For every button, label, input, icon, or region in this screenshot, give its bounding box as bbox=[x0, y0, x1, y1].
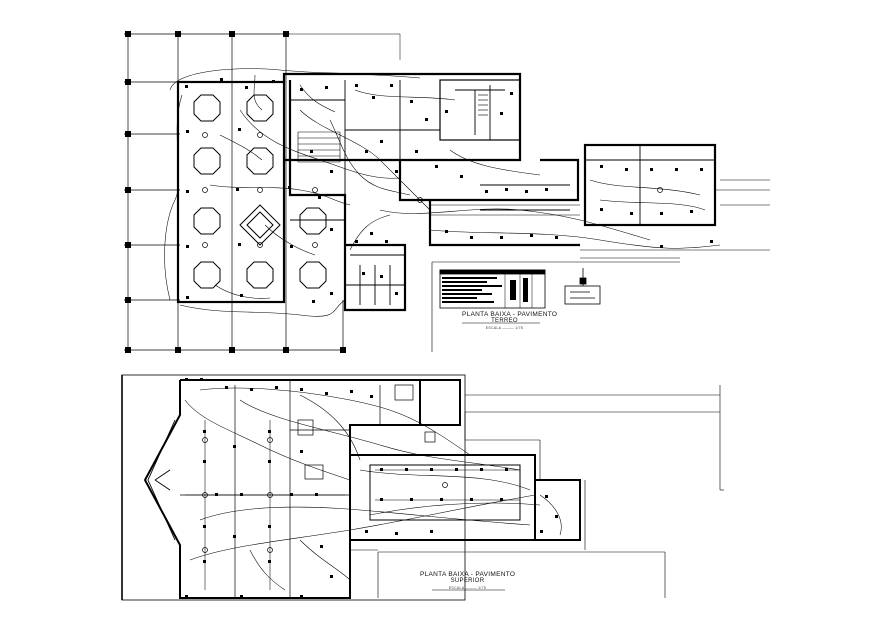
upper-floor-circuits bbox=[184, 387, 562, 591]
ground-floor-subtitle: TERREO bbox=[491, 318, 518, 324]
ground-floor-column-markers bbox=[125, 31, 346, 353]
ground-floor-fixtures bbox=[185, 78, 713, 303]
ground-floor-scale: ESCALA ——— 1/75 bbox=[485, 326, 524, 330]
upper-floor-title: PLANTA BAIXA - PAVIMENTO bbox=[420, 571, 516, 578]
upper-floor-lights bbox=[202, 437, 448, 553]
upper-floor-angled-wall bbox=[147, 419, 176, 541]
ground-floor-title: PLANTA BAIXA - PAVIMENTO bbox=[462, 311, 558, 318]
ground-floor-tables bbox=[193, 94, 327, 289]
upper-floor-subtitle: SUPERIOR bbox=[450, 578, 485, 584]
upper-floor-plan bbox=[121, 374, 724, 601]
ground-floor-detail-box bbox=[564, 268, 601, 305]
upper-floor-site-lines bbox=[350, 385, 724, 598]
ground-floor-plan bbox=[124, 31, 770, 353]
ground-floor-lights bbox=[202, 132, 663, 248]
upper-floor-fixtures bbox=[185, 378, 558, 598]
ground-floor-legend-table bbox=[439, 269, 546, 309]
ground-floor-stairs bbox=[297, 94, 488, 163]
ground-floor-interior-walls bbox=[290, 80, 715, 305]
upper-floor-outline bbox=[121, 374, 466, 601]
ground-floor-site-lines bbox=[431, 179, 770, 352]
upper-floor-scale: ESCALA ——— 1/75 bbox=[448, 586, 487, 590]
